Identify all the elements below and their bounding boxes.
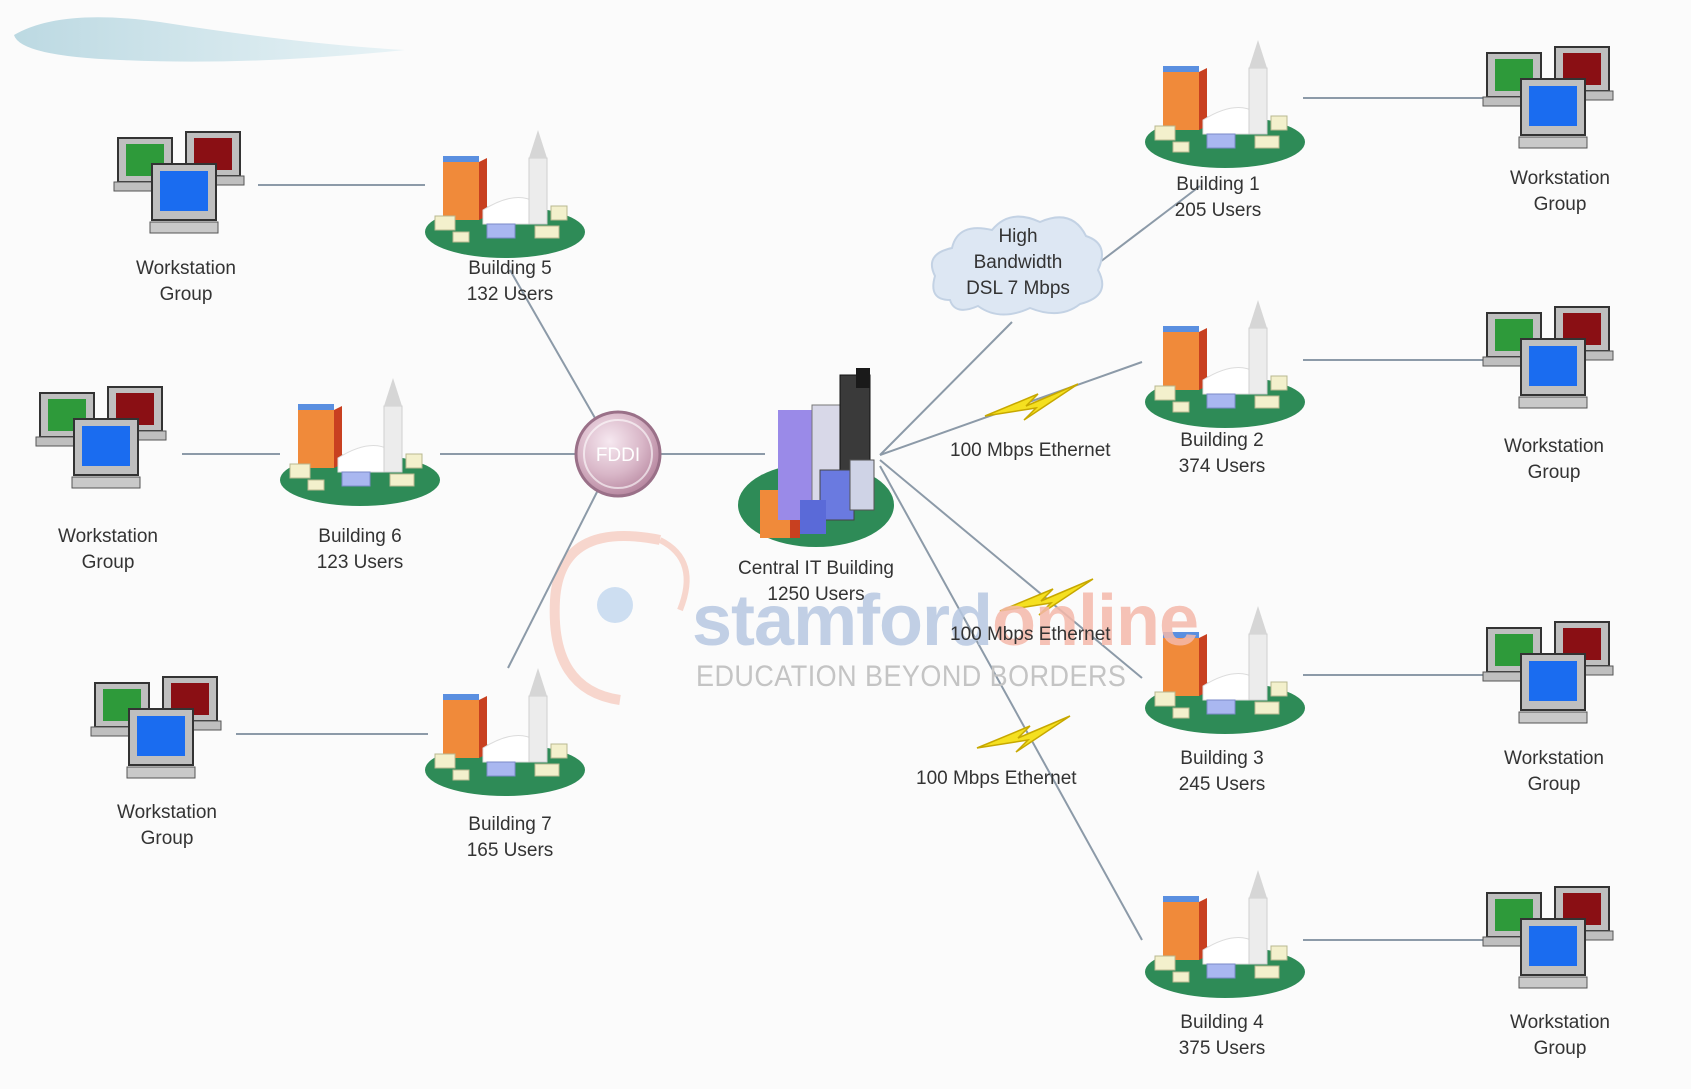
building-3-icon xyxy=(1144,605,1306,735)
fddi-label: FDDI xyxy=(596,445,640,466)
link-cloud-b1 xyxy=(1099,185,1201,263)
workstation-group-label: Workstation Group xyxy=(1510,1012,1610,1059)
workstation-group-label: Workstation Group xyxy=(1504,436,1604,483)
bolt-icon xyxy=(976,715,1071,753)
building-4-label: Building 4 375 Users xyxy=(1178,1012,1266,1059)
link-central-b3 xyxy=(879,459,1143,679)
building-6-label: Building 6 123 Users xyxy=(316,526,404,573)
decorative-swoosh xyxy=(14,17,405,62)
dsl-cloud xyxy=(930,215,1104,316)
building-5-icon xyxy=(424,129,586,259)
central-it-building-label: Central IT Building 1250 Users xyxy=(738,558,894,605)
fddi-hub: FDDI xyxy=(574,410,662,498)
workstation-group-icon xyxy=(90,676,222,779)
link-label-ethernet: 100 Mbps Ethernet xyxy=(950,440,1111,461)
building-1-icon xyxy=(1144,39,1306,169)
connection-lines xyxy=(182,97,1485,941)
workstation-group-icon xyxy=(1482,306,1614,409)
bolt-icon xyxy=(999,578,1094,616)
building-2-label: Building 2 374 Users xyxy=(1178,430,1266,477)
link-b7-fddi xyxy=(507,489,599,669)
building-5-label: Building 5 132 Users xyxy=(466,258,554,305)
workstation-group-icon xyxy=(1482,886,1614,989)
workstation-group-label: Workstation Group xyxy=(58,526,158,573)
building-2-icon xyxy=(1144,299,1306,429)
building-7-icon xyxy=(424,667,586,797)
link-central-cloud xyxy=(879,321,1013,456)
workstation-group-icon xyxy=(113,131,245,234)
workstation-group-icon xyxy=(1482,621,1614,724)
workstation-group-label: Workstation Group xyxy=(1510,168,1610,215)
link-label-ethernet: 100 Mbps Ethernet xyxy=(950,624,1111,645)
building-1-label: Building 1 205 Users xyxy=(1174,174,1262,221)
watermark-swirl xyxy=(549,531,690,705)
workstation-group-icon xyxy=(35,386,167,489)
workstation-group-icon xyxy=(1482,46,1614,149)
building-6-icon xyxy=(279,377,441,507)
building-4-icon xyxy=(1144,869,1306,999)
link-central-b4 xyxy=(879,465,1143,941)
workstation-group-label: Workstation Group xyxy=(136,258,236,305)
workstation-group-label: Workstation Group xyxy=(1504,748,1604,795)
workstation-group-label: Workstation Group xyxy=(117,802,217,849)
building-3-label: Building 3 245 Users xyxy=(1178,748,1266,795)
building-7-label: Building 7 165 Users xyxy=(466,814,554,861)
link-label-ethernet: 100 Mbps Ethernet xyxy=(916,768,1077,789)
link-b5-fddi xyxy=(509,269,596,419)
central-it-building-icon xyxy=(738,368,894,547)
cloud-label: High Bandwidth DSL 7 Mbps xyxy=(966,226,1070,299)
